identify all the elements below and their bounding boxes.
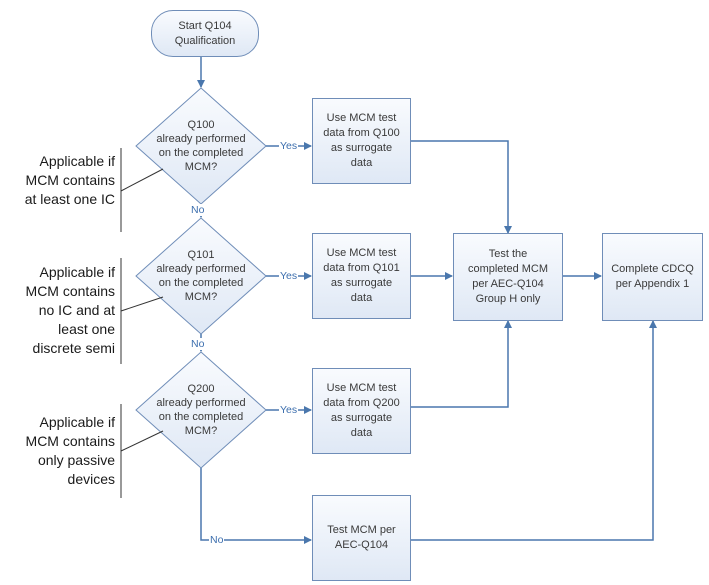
surrogate-q200-box: Use MCM test data from Q200 as surrogate… — [312, 368, 411, 454]
decision-q100-text: Q100 already performed on the completed … — [156, 119, 246, 173]
edge-label-yes-q200: Yes — [279, 404, 299, 416]
start-node: Start Q104 Qualification — [151, 10, 259, 57]
arrow-q200-no — [200, 468, 312, 544]
edge-label-yes-q100: Yes — [279, 140, 299, 152]
arrow-surrogate-q100-to-test — [411, 140, 512, 234]
edge-label-yes-q101: Yes — [279, 270, 299, 282]
surrogate-q101-box: Use MCM test data from Q101 as surrogate… — [312, 233, 411, 319]
note-applicable-q101: Applicable if MCM contains no IC and at … — [25, 264, 115, 356]
note-applicable-q200: Applicable if MCM contains only passive … — [25, 414, 115, 487]
test-full-box: Test MCM per AEC-Q104 — [312, 495, 411, 581]
test-group-h-box: Test the completed MCM per AEC-Q104 Grou… — [453, 233, 563, 321]
arrow-surrogate-q200-to-test — [411, 320, 512, 408]
decision-q200-text: Q200 already performed on the completed … — [156, 383, 246, 437]
decision-q101-text: Q101 already performed on the completed … — [156, 249, 246, 303]
note-applicable-q100: Applicable if MCM contains at least one … — [24, 153, 115, 207]
edge-label-no-q101: No — [190, 338, 206, 350]
edge-label-no-q100: No — [190, 204, 206, 216]
arrow-test-full-to-complete — [411, 320, 657, 541]
edge-label-no-q200: No — [209, 534, 225, 546]
surrogate-q100-box: Use MCM test data from Q100 as surrogate… — [312, 98, 411, 184]
complete-cdcq-box: Complete CDCQ per Appendix 1 — [602, 233, 703, 321]
